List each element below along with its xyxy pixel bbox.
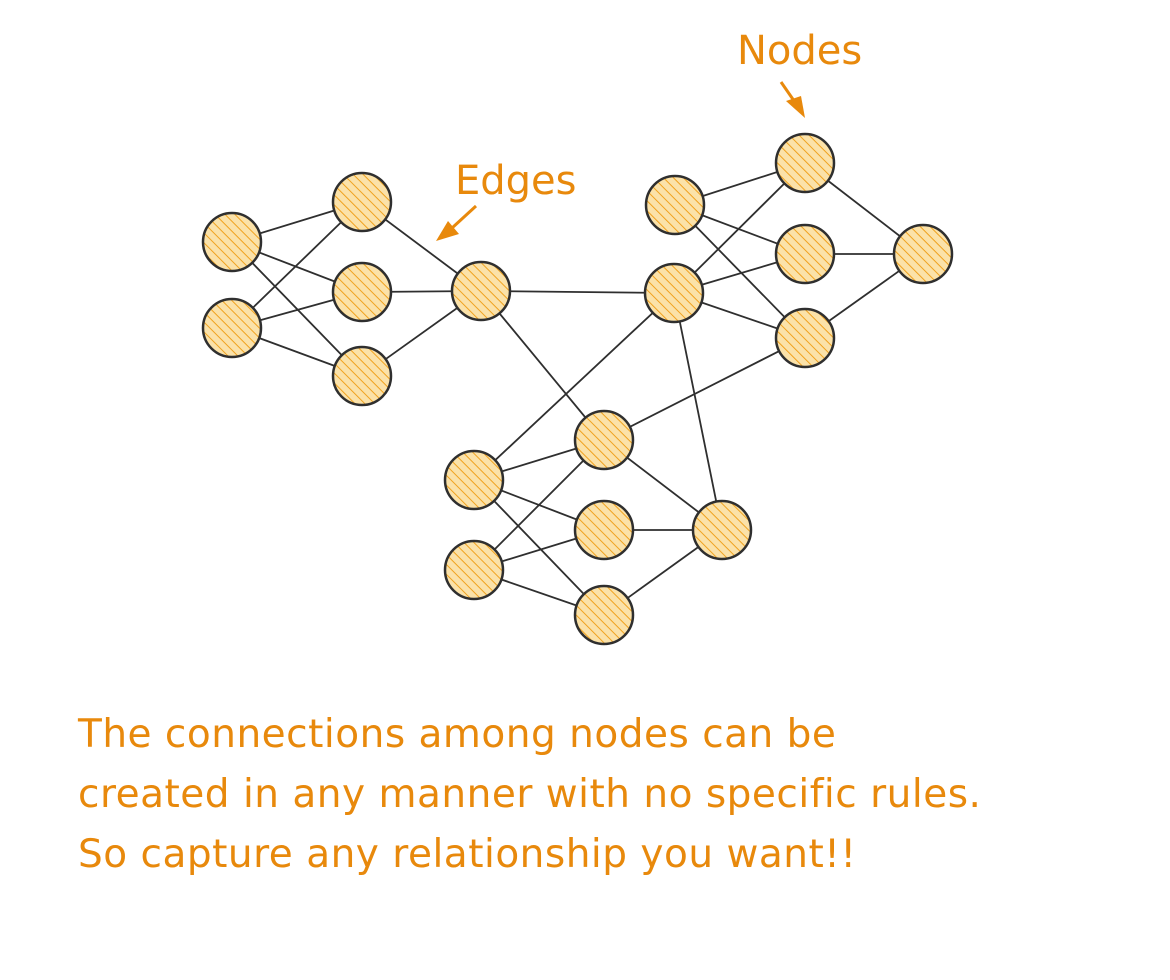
edges-arrow-shaft <box>450 204 478 230</box>
edge-d-e2 <box>673 162 806 294</box>
node-f6 <box>691 499 753 561</box>
edge-a1-b3 <box>231 241 363 377</box>
caption-text: The connections among nodes can be creat… <box>78 705 1158 885</box>
caption-line-1: The connections among nodes can be <box>78 712 837 757</box>
nodes-arrow-head <box>786 96 805 118</box>
node-f5 <box>573 584 635 646</box>
node-b3 <box>331 345 393 407</box>
node-a1 <box>201 211 263 273</box>
caption-line-2: created in any manner with no specific r… <box>78 772 982 817</box>
node-f1 <box>573 409 635 471</box>
edge-c-f1 <box>480 290 605 441</box>
node-e5 <box>892 223 954 285</box>
node-e3 <box>774 223 836 285</box>
node-c <box>450 260 512 322</box>
node-e1 <box>644 174 706 236</box>
edge-d-f2 <box>473 292 675 481</box>
edge-e4-f1 <box>603 337 806 441</box>
edge-c-d <box>480 290 675 294</box>
node-a2 <box>201 297 263 359</box>
nodes-label: Nodes <box>737 28 862 74</box>
edge-d-f6 <box>673 292 723 531</box>
node-f2 <box>443 449 505 511</box>
node-f3 <box>443 539 505 601</box>
edges-label: Edges <box>455 158 577 204</box>
edge-f2-f5 <box>473 479 605 616</box>
node-b1 <box>331 171 393 233</box>
node-b2 <box>331 261 393 323</box>
edges-arrow-head <box>436 221 459 241</box>
edge-e1-e4 <box>674 204 806 339</box>
node-e4 <box>774 307 836 369</box>
node-d <box>643 262 705 324</box>
edge-f3-f1 <box>473 439 605 571</box>
node-e2 <box>774 132 836 194</box>
node-f4 <box>573 499 635 561</box>
nodes-layer <box>201 132 954 646</box>
caption-line-3: So capture any relationship you want!! <box>78 832 857 877</box>
